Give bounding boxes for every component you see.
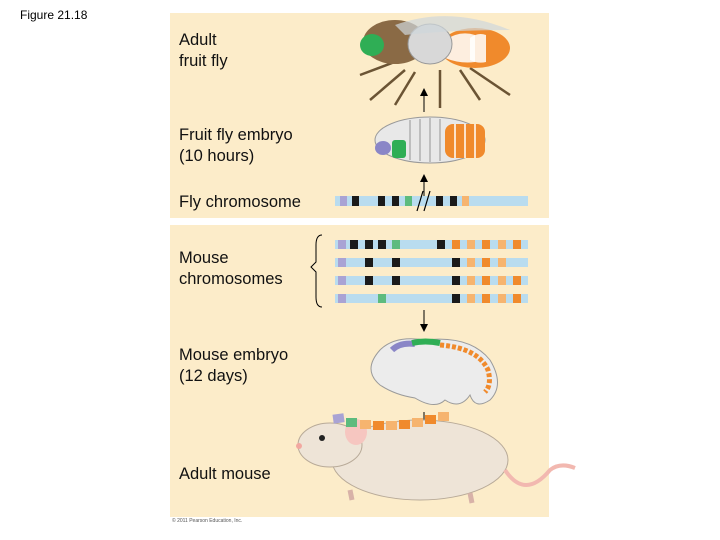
adult-fly-label: Adult fruit fly (179, 31, 228, 70)
arrow-up-icon (420, 88, 428, 96)
fly-embryo-illustration (374, 116, 486, 164)
adult-fly-illustration (359, 16, 511, 108)
copyright-text: © 2011 Pearson Education, Inc. (172, 518, 243, 524)
arrow-up-icon (420, 174, 428, 182)
arrow-down-icon (420, 324, 428, 332)
mouse-chromosomes-illustration (310, 234, 528, 308)
adult-mouse-illustration (296, 412, 576, 504)
adult-mouse-label: Adult mouse (179, 465, 271, 483)
figure-label: Figure 21.18 (20, 8, 88, 22)
mouse-chromosomes-label: Mouse chromosomes (179, 249, 283, 288)
fly-chromosome-illustration (335, 190, 528, 212)
mouse-embryo-illustration (370, 338, 498, 405)
fly-chromosome-label: Fly chromosome (179, 193, 301, 211)
mouse-embryo-label: Mouse embryo (12 days) (179, 346, 289, 385)
fly-embryo-label: Fruit fly embryo (10 hours) (179, 126, 293, 165)
